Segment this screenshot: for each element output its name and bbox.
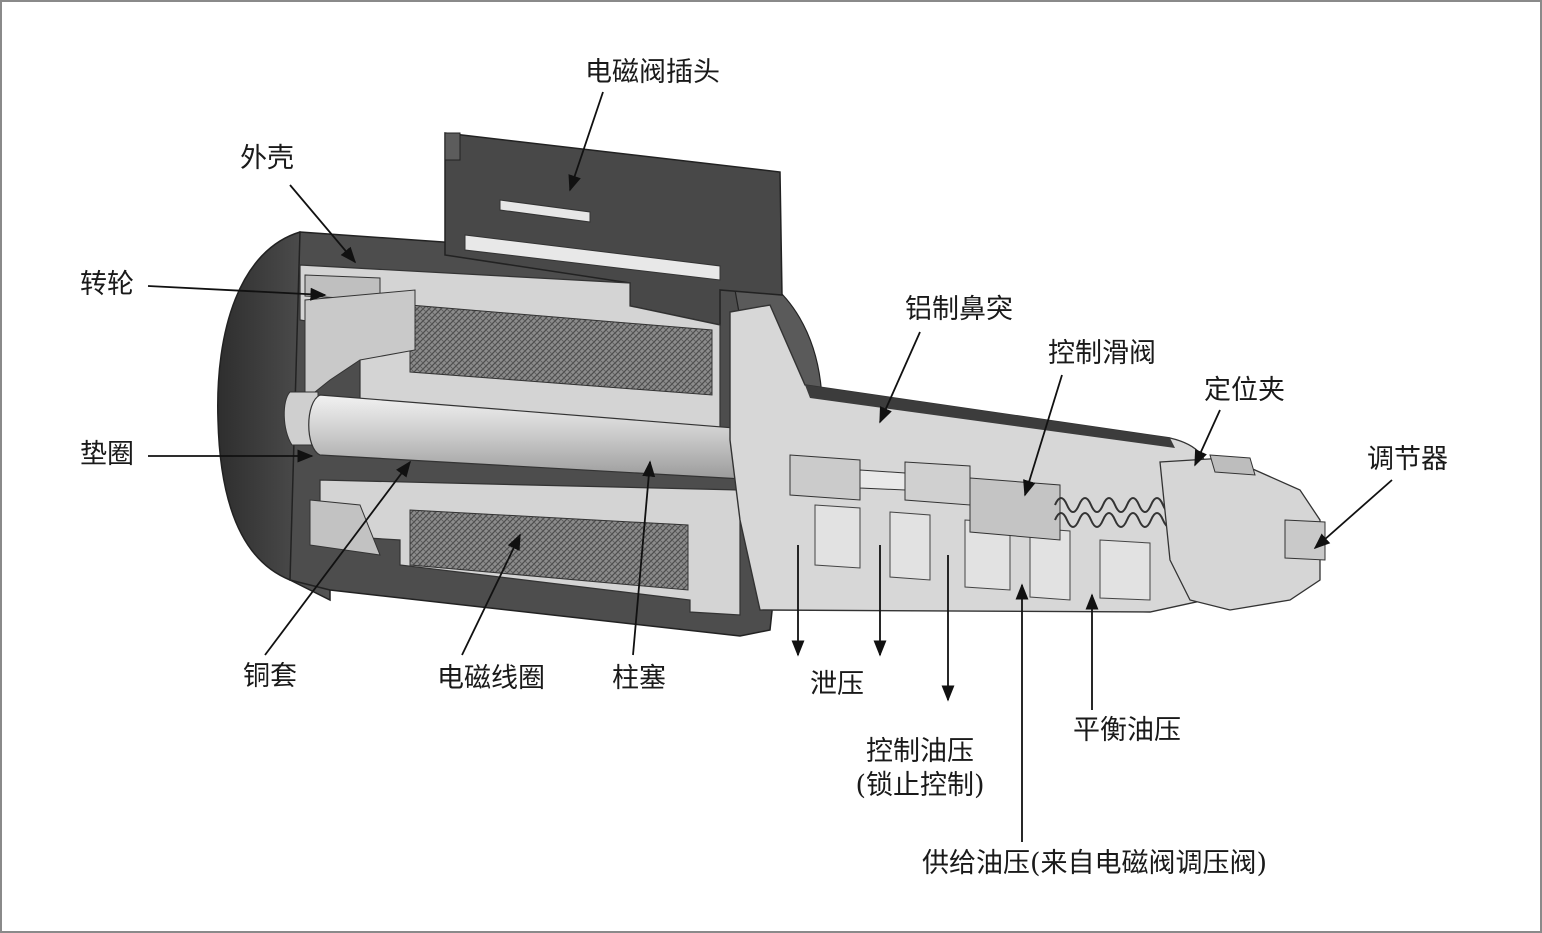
label-retaining-clip: 定位夹	[1204, 375, 1285, 406]
label-balance-pressure: 平衡油压	[1073, 715, 1181, 746]
leader-adjuster	[1313, 479, 1393, 550]
label-control-pressure-line2: (锁止控制)	[855, 770, 985, 801]
label-coil: 电磁线圈	[437, 663, 545, 694]
adjuster-assembly	[1159, 454, 1326, 611]
leader-wheel	[147, 285, 327, 301]
control-spool	[789, 454, 1061, 541]
label-control-pressure-line1: 控制油压	[866, 736, 974, 767]
label-aluminum-nose: 铝制鼻突	[905, 294, 1013, 325]
leader-coil	[461, 533, 521, 656]
leader-plunger	[632, 460, 656, 656]
leader-control-spool	[1023, 374, 1063, 497]
aluminum-nose	[729, 304, 1207, 613]
label-control-pressure: 控制油压 (锁止控制)	[845, 735, 995, 803]
label-washer: 垫圈	[80, 439, 134, 470]
label-plunger: 柱塞	[612, 663, 666, 694]
leader-lines	[147, 91, 1393, 842]
label-control-spool: 控制滑阀	[1048, 338, 1156, 369]
label-adjuster: 调节器	[1367, 444, 1448, 475]
leader-copper-sleeve	[264, 460, 411, 656]
label-exhaust: 泄压	[810, 669, 864, 700]
inner-cutaway	[283, 264, 741, 616]
label-housing: 外壳	[240, 143, 294, 174]
leader-retaining-clip	[1194, 409, 1221, 467]
leader-aluminum-nose	[879, 331, 921, 424]
leader-connector	[568, 91, 604, 192]
label-wheel: 转轮	[80, 269, 134, 300]
label-connector: 电磁阀插头	[585, 57, 720, 88]
coil-lower	[409, 509, 689, 591]
label-copper-sleeve: 铜套	[243, 661, 297, 692]
leader-housing	[289, 184, 357, 264]
label-supply-pressure: 供给油压(来自电磁阀调压阀)	[922, 848, 1268, 879]
